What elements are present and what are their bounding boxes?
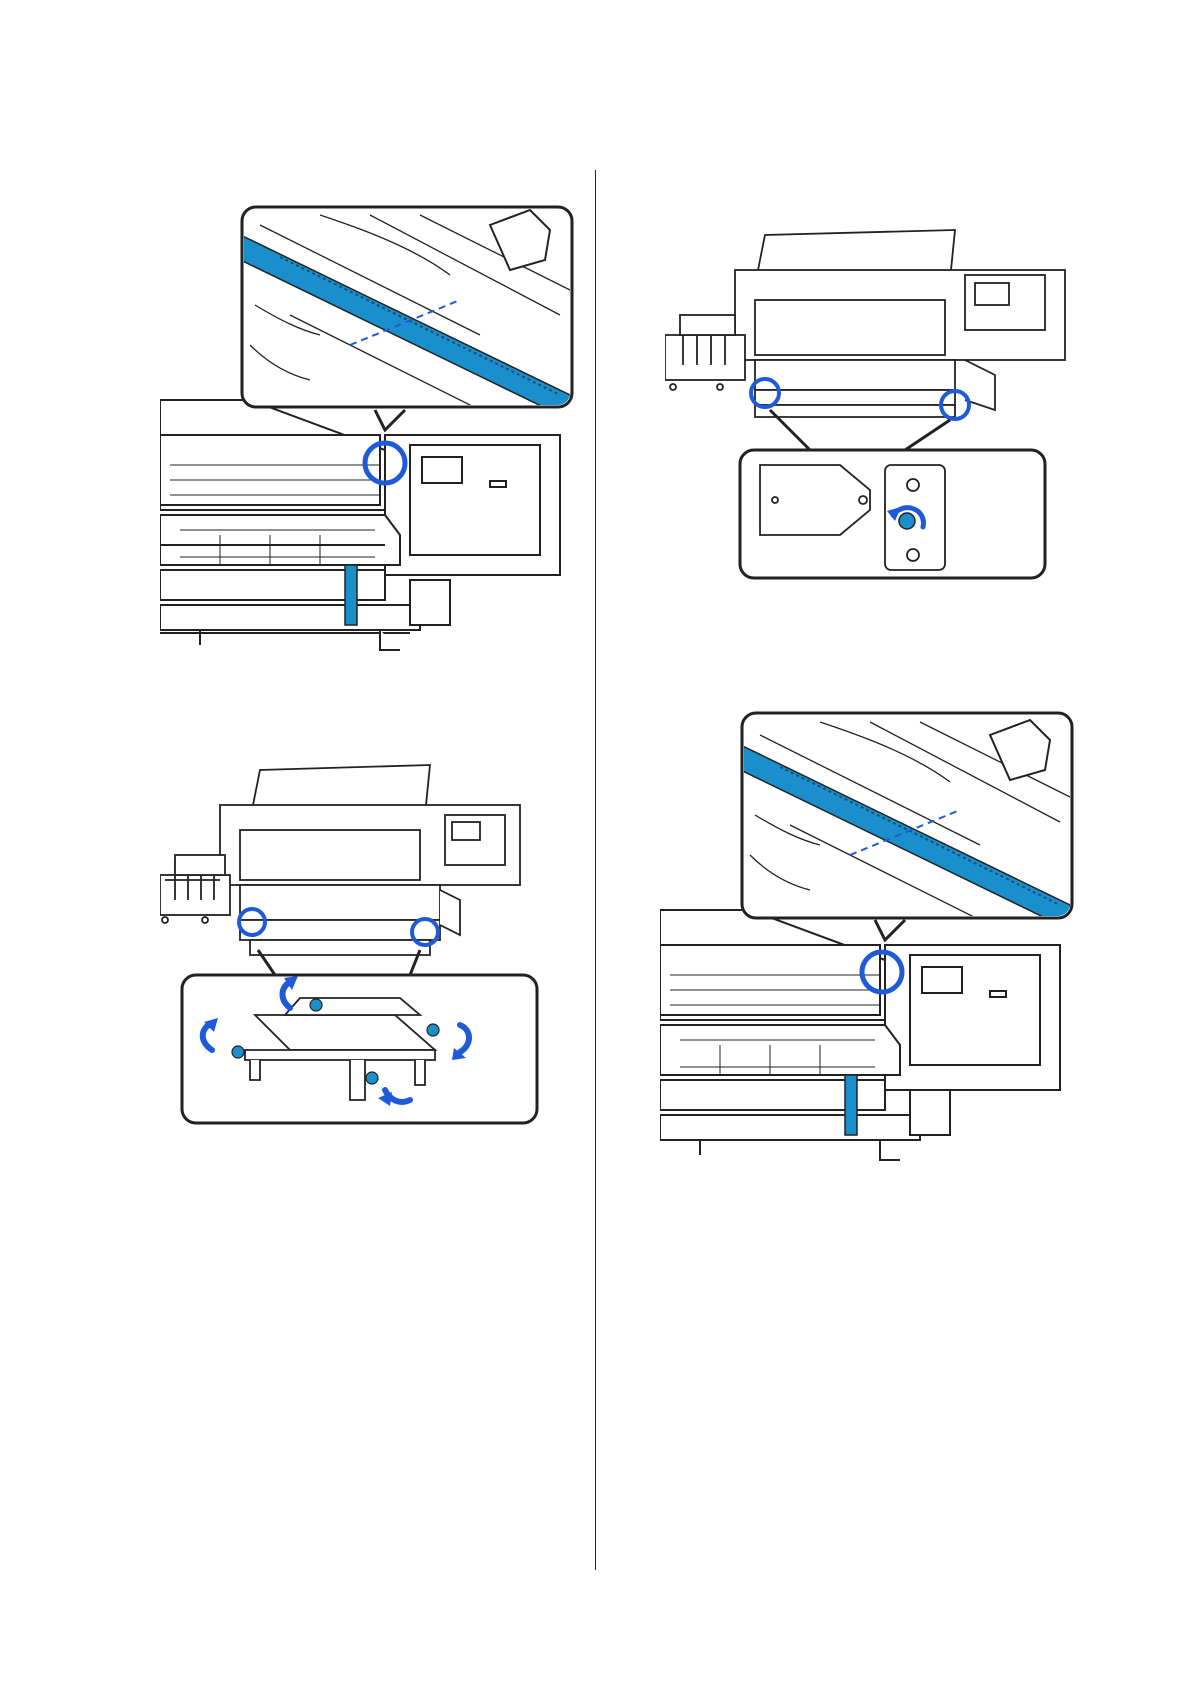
printer-feeder-icon xyxy=(160,760,540,1130)
illustration-ruler-closeup-left xyxy=(160,205,580,655)
illustration-stopper-rotate xyxy=(665,225,1085,585)
printer-platen-icon xyxy=(660,710,1080,1170)
illustration-feeder-knobs xyxy=(160,760,540,1130)
column-divider xyxy=(595,170,596,1570)
printer-platen-icon xyxy=(160,205,580,655)
printer-stopper-icon xyxy=(665,225,1085,585)
illustration-ruler-closeup-right xyxy=(660,710,1080,1170)
